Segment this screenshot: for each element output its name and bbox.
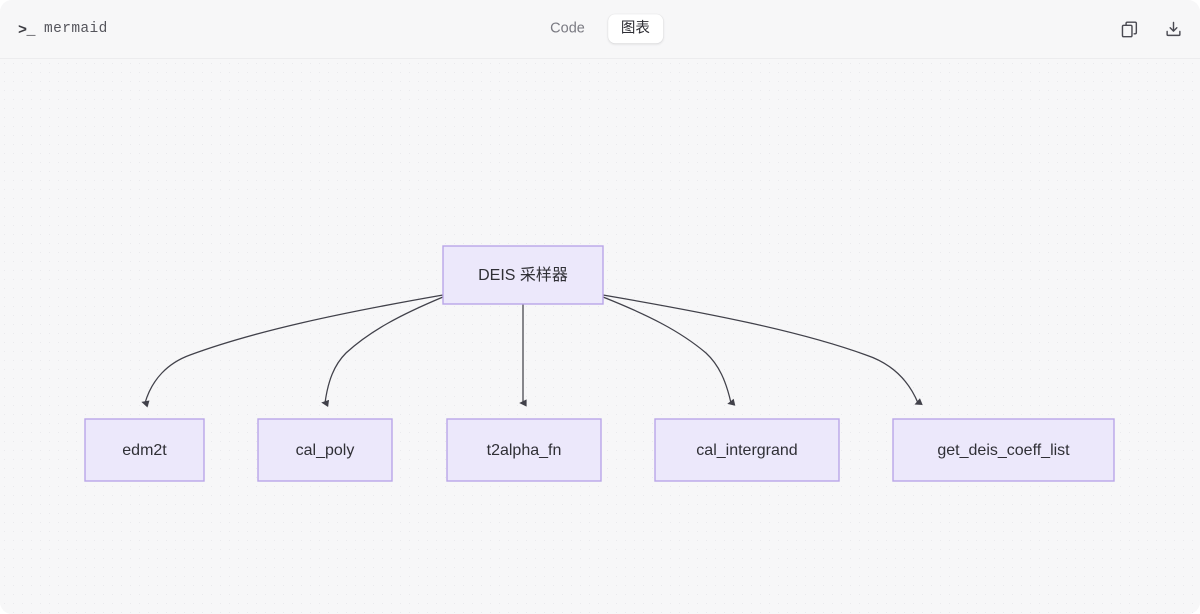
edge-root-to-cal_poly xyxy=(321,296,444,408)
node-cal_intergrand-label: cal_intergrand xyxy=(696,442,797,459)
tab-diagram[interactable]: 图表 xyxy=(607,14,663,44)
copy-icon xyxy=(1120,20,1139,39)
edge-root-to-get_deis_coeff_list xyxy=(602,294,923,405)
tab-code[interactable]: Code xyxy=(537,14,598,43)
download-button[interactable] xyxy=(1162,18,1184,40)
mermaid-flowchart: DEIS 采样器 edm2t cal_poly t2alpha_fn cal_i xyxy=(84,245,1115,482)
node-get_deis_coeff_list-box xyxy=(892,418,1115,482)
node-get_deis_coeff_list[interactable]: get_deis_coeff_list xyxy=(892,418,1115,482)
node-t2alpha_fn-label: t2alpha_fn xyxy=(487,442,562,459)
terminal-prompt-icon: >_ xyxy=(18,21,36,39)
node-edm2t[interactable]: edm2t xyxy=(84,418,205,482)
header-actions xyxy=(1118,18,1184,40)
brand: >_ mermaid xyxy=(18,21,218,39)
edge-root-to-edm2t xyxy=(141,294,444,408)
node-t2alpha_fn[interactable]: t2alpha_fn xyxy=(446,418,602,482)
panel-header: >_ mermaid Code 图表 xyxy=(0,0,1200,59)
view-tabs: Code 图表 xyxy=(537,14,663,44)
node-edm2t-label: edm2t xyxy=(122,442,167,459)
download-icon xyxy=(1164,20,1183,39)
node-cal_poly[interactable]: cal_poly xyxy=(257,418,393,482)
edge-layer xyxy=(141,294,923,408)
node-root-box xyxy=(442,245,604,305)
node-cal_poly-label: cal_poly xyxy=(296,442,355,459)
node-cal_intergrand[interactable]: cal_intergrand xyxy=(654,418,840,482)
node-cal_intergrand-box xyxy=(654,418,840,482)
node-root[interactable]: DEIS 采样器 xyxy=(442,245,604,305)
copy-button[interactable] xyxy=(1118,18,1140,40)
node-edm2t-box xyxy=(84,418,205,482)
brand-label: mermaid xyxy=(44,21,108,37)
node-t2alpha_fn-box xyxy=(446,418,602,482)
node-root-label: DEIS 采样器 xyxy=(478,266,568,284)
diagram-canvas[interactable]: DEIS 采样器 edm2t cal_poly t2alpha_fn cal_i xyxy=(0,59,1200,614)
edge-root-to-cal_intergrand xyxy=(602,296,736,406)
node-get_deis_coeff_list-label: get_deis_coeff_list xyxy=(937,442,1070,459)
node-cal_poly-box xyxy=(257,418,393,482)
